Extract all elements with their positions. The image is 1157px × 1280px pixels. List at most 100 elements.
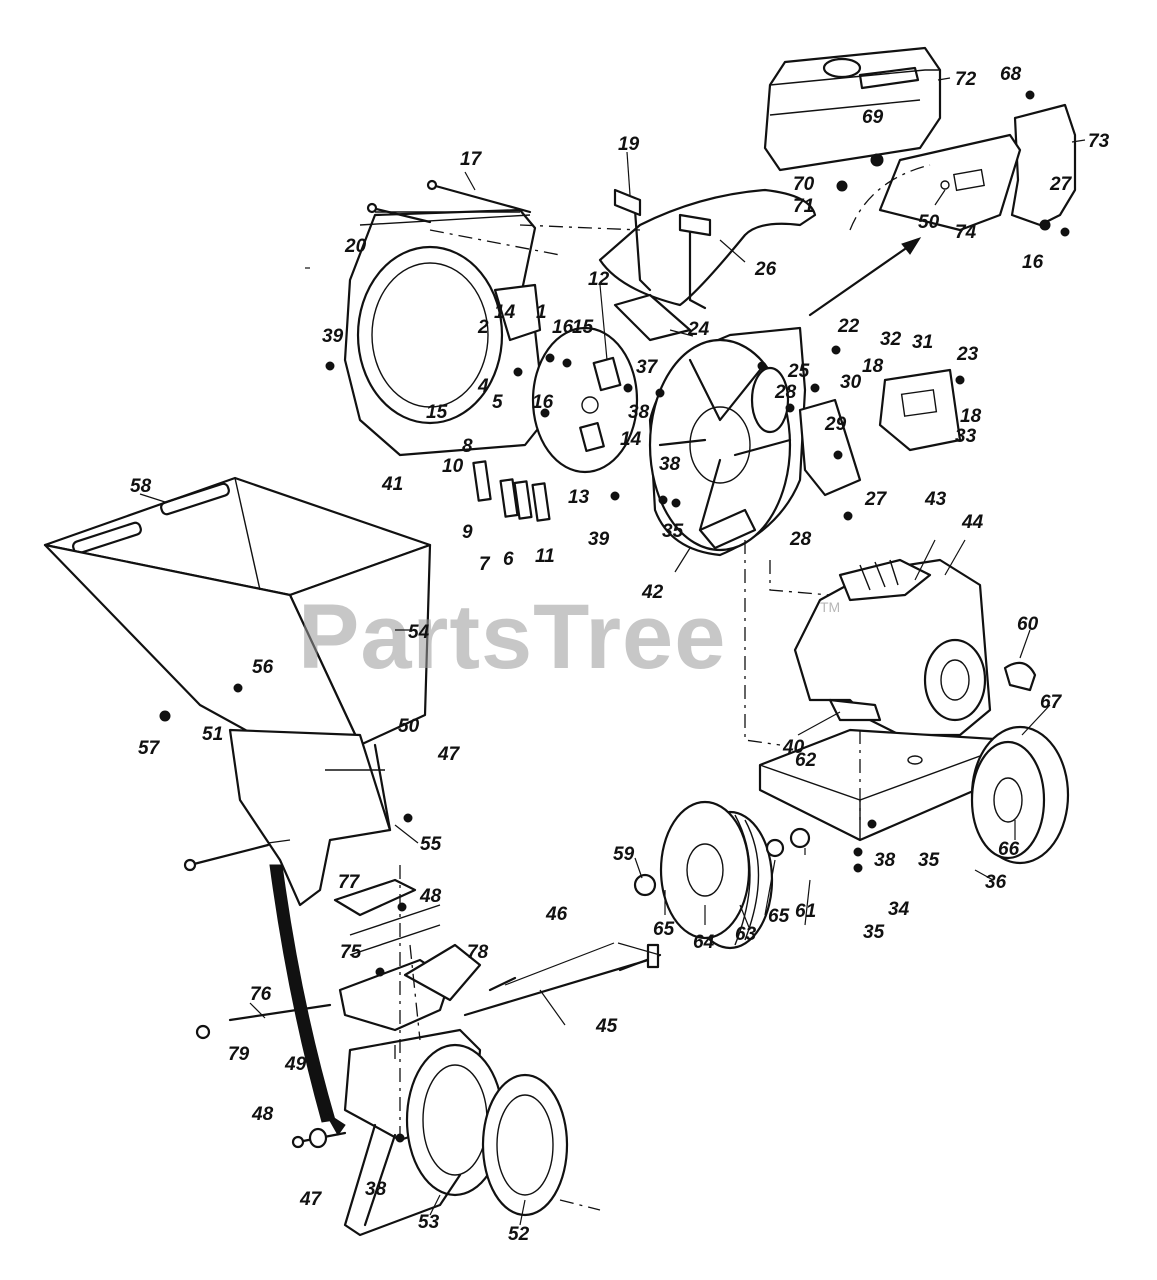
tine-assembly[interactable]	[333, 878, 482, 1032]
callout-50a[interactable]: 50	[918, 212, 940, 233]
bolt-20[interactable]	[366, 202, 432, 224]
callout-12[interactable]: 12	[588, 269, 610, 290]
fastener-group[interactable]	[159, 90, 1070, 1143]
callout-20[interactable]: 20	[344, 236, 367, 257]
callout-77[interactable]: 77	[338, 872, 361, 893]
callout-15a[interactable]: 15	[572, 317, 594, 338]
callout-51[interactable]: 51	[202, 724, 223, 745]
callout-40[interactable]: 40	[782, 737, 805, 758]
callout-30[interactable]: 30	[840, 372, 862, 393]
drive-shaft[interactable]	[463, 943, 662, 1017]
callout-27a[interactable]: 27	[1049, 174, 1073, 195]
callout-29[interactable]: 29	[824, 414, 847, 435]
callout-38a[interactable]: 38	[628, 402, 650, 423]
rotor-disc[interactable]	[531, 326, 639, 474]
callout-64[interactable]: 64	[693, 932, 715, 953]
callout-19[interactable]: 19	[618, 134, 640, 155]
callout-52[interactable]: 52	[508, 1224, 530, 1245]
callout-7[interactable]: 7	[479, 554, 491, 575]
callout-66[interactable]: 66	[998, 839, 1020, 860]
callout-56[interactable]: 56	[252, 657, 274, 678]
callout-78[interactable]: 78	[467, 942, 489, 963]
callout-18b[interactable]: 18	[960, 406, 982, 427]
callout-42[interactable]: 42	[641, 582, 664, 603]
blade-parts[interactable]	[472, 460, 551, 522]
discharge-chute[interactable]	[598, 188, 817, 342]
callout-37[interactable]: 37	[636, 357, 659, 378]
callout-23[interactable]: 23	[956, 344, 979, 365]
callout-67[interactable]: 67	[1040, 692, 1063, 713]
callout-33[interactable]: 33	[955, 426, 977, 447]
callout-65a[interactable]: 65	[653, 919, 675, 940]
bolt-17[interactable]	[426, 179, 532, 214]
callout-16c[interactable]: 16	[1022, 252, 1044, 273]
right-wheel[interactable]	[970, 725, 1070, 865]
bracket-plate[interactable]	[798, 368, 962, 497]
bolt-76[interactable]	[228, 1003, 332, 1022]
callout-46[interactable]: 46	[545, 904, 568, 925]
callout-76[interactable]: 76	[250, 984, 272, 1005]
callout-70[interactable]: 70	[793, 174, 815, 195]
callout-57[interactable]: 57	[138, 738, 161, 759]
callout-17[interactable]: 17	[460, 149, 483, 170]
callout-31[interactable]: 31	[912, 332, 933, 353]
callout-8[interactable]: 8	[462, 436, 473, 457]
callout-16b[interactable]: 16	[532, 392, 554, 413]
callout-68[interactable]: 68	[1000, 64, 1022, 85]
callout-24[interactable]: 24	[687, 319, 710, 340]
lower-housing[interactable]	[343, 1028, 569, 1237]
callout-60[interactable]: 60	[1017, 614, 1039, 635]
callout-36[interactable]: 36	[985, 872, 1007, 893]
callout-49[interactable]: 49	[284, 1054, 307, 1075]
callout-38b[interactable]: 38	[659, 454, 681, 475]
callout-43[interactable]: 43	[924, 489, 947, 510]
callout-14b[interactable]: 14	[620, 429, 642, 450]
callout-35a[interactable]: 35	[662, 521, 684, 542]
bolt-51[interactable]	[183, 843, 270, 872]
callout-35b[interactable]: 35	[918, 850, 940, 871]
callout-72[interactable]: 72	[955, 69, 977, 90]
bolt-79[interactable]	[195, 1024, 211, 1040]
callout-75[interactable]: 75	[340, 942, 362, 963]
callout-38d[interactable]: 38	[365, 1179, 387, 1200]
callout-54[interactable]: 54	[408, 622, 430, 643]
fuel-tank[interactable]	[763, 46, 942, 172]
callout-71[interactable]: 71	[793, 196, 814, 217]
callout-50b[interactable]: 50	[398, 716, 420, 737]
callout-18a[interactable]: 18	[862, 356, 884, 377]
callout-59[interactable]: 59	[613, 844, 635, 865]
callout-79[interactable]: 79	[228, 1044, 250, 1065]
callout-55[interactable]: 55	[420, 834, 442, 855]
callout-47b[interactable]: 47	[299, 1189, 323, 1210]
chute-flap[interactable]	[228, 728, 392, 907]
callout-4[interactable]: 4	[477, 376, 489, 397]
callout-32[interactable]: 32	[880, 329, 902, 350]
callout-2[interactable]: 2	[477, 317, 489, 338]
callout-34[interactable]: 34	[888, 899, 910, 920]
callout-15b[interactable]: 15	[426, 402, 448, 423]
callout-14a[interactable]: 14	[494, 302, 516, 323]
main-housing[interactable]	[648, 326, 807, 557]
callout-6[interactable]: 6	[503, 549, 514, 570]
callout-74[interactable]: 74	[955, 222, 977, 243]
callout-58[interactable]: 58	[130, 476, 152, 497]
callout-35c[interactable]: 35	[863, 922, 885, 943]
callout-13[interactable]: 13	[568, 487, 590, 508]
callout-69[interactable]: 69	[862, 107, 884, 128]
callout-61[interactable]: 61	[795, 901, 816, 922]
callout-53[interactable]: 53	[418, 1212, 440, 1233]
callout-39a[interactable]: 39	[322, 326, 344, 347]
engine-bracket[interactable]	[849, 103, 1077, 232]
callout-26[interactable]: 26	[754, 259, 777, 280]
callout-48b[interactable]: 48	[251, 1104, 274, 1125]
callout-28b[interactable]: 28	[789, 529, 812, 550]
callout-16a[interactable]: 16	[552, 317, 574, 338]
callout-5[interactable]: 5	[492, 392, 503, 413]
callout-47a[interactable]: 47	[437, 744, 461, 765]
callout-73[interactable]: 73	[1088, 131, 1110, 152]
callout-27b[interactable]: 27	[864, 489, 888, 510]
callout-41[interactable]: 41	[381, 474, 403, 495]
engine[interactable]	[793, 558, 1037, 737]
callout-9[interactable]: 9	[462, 522, 473, 543]
callout-28a[interactable]: 28	[774, 382, 797, 403]
